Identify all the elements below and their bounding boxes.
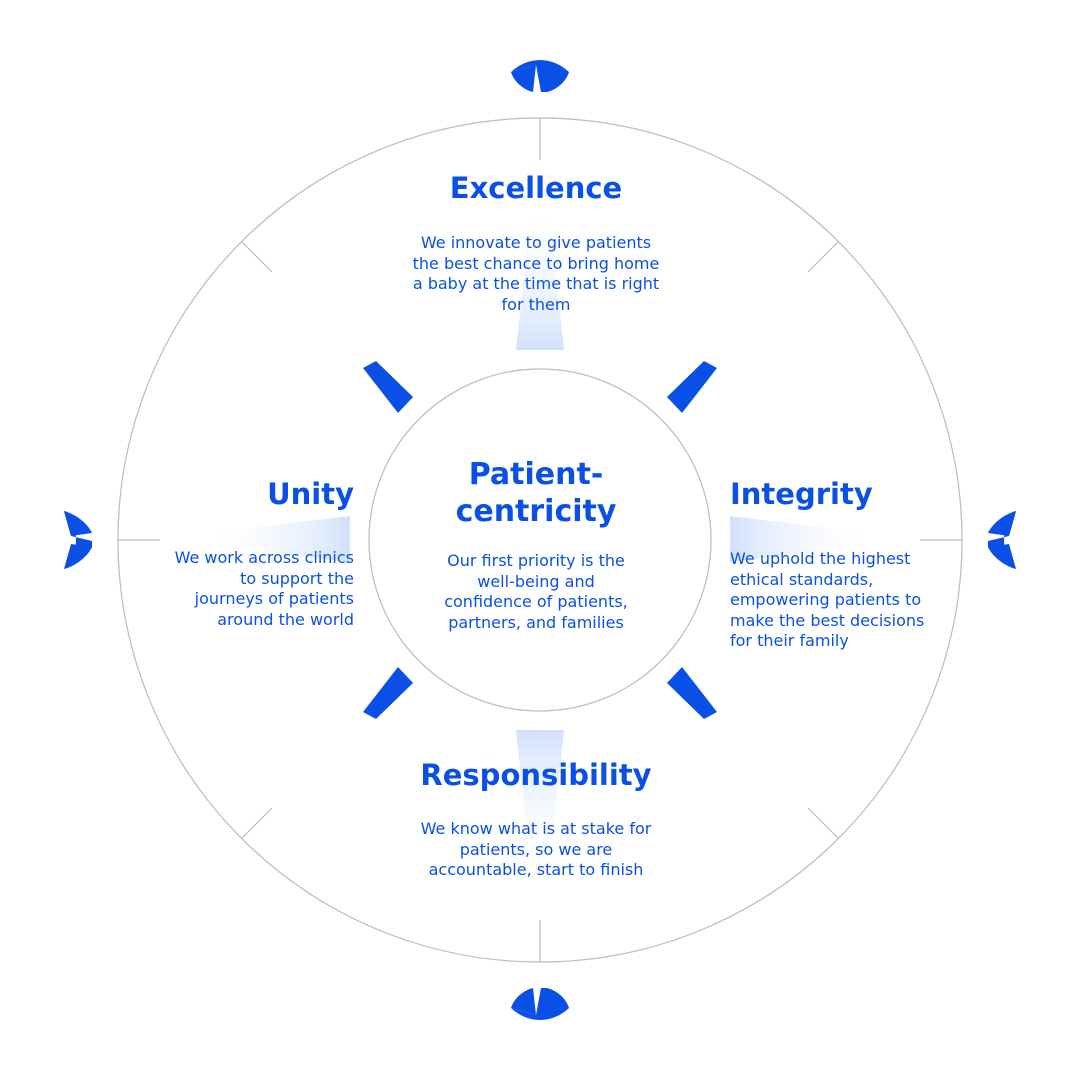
diagonal-wedges: [363, 361, 717, 719]
patient-centricity-title: Patient-centricity: [455, 457, 617, 529]
integrity-glow: [730, 516, 880, 562]
responsibility-glow: [516, 730, 564, 880]
excellence-title: Excellence: [449, 171, 623, 205]
mark-top: [511, 60, 569, 92]
ring-ticks: [118, 118, 962, 962]
responsibility-title: Responsibility: [420, 758, 652, 792]
unity-title: Unity: [267, 477, 354, 511]
excellence-glow: [516, 200, 564, 350]
unity-glow: [200, 516, 350, 562]
mark-left: [64, 511, 92, 569]
mark-bottom: [511, 988, 569, 1020]
wedge-top-left: [363, 361, 413, 413]
wedge-bottom-right: [667, 667, 717, 719]
integrity-title: Integrity: [730, 477, 873, 511]
mark-right: [988, 511, 1016, 569]
wedge-bottom-left: [363, 667, 413, 719]
inner-ring: [368, 368, 712, 712]
cardinal-marks: [64, 60, 1016, 1020]
wedge-top-right: [667, 361, 717, 413]
